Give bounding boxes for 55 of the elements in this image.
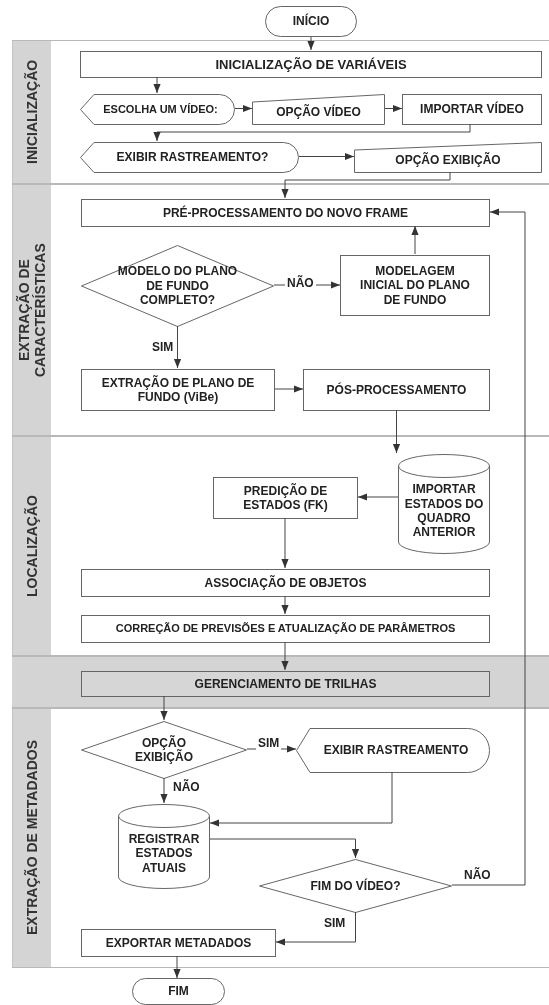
arrow: [274, 385, 304, 393]
arrow: [451, 208, 526, 886]
swimlane-band: [12, 656, 549, 708]
arrow: [384, 104, 403, 113]
arrow: [298, 152, 355, 161]
manual-input-shape: OPÇÃO EXIBIÇÃO: [354, 142, 542, 173]
lane-label: EXTRAÇÃO DE METADADOS: [12, 709, 51, 967]
lane-label: INICIALIZAÇÃO: [12, 41, 51, 183]
swimlane: [12, 436, 549, 656]
swimlane: [12, 184, 549, 436]
process-box: PRÉ-PROCESSAMENTO DO NOVO FRAME: [81, 199, 490, 227]
process-box: EXTRAÇÃO DE PLANO DE FUNDO (ViBe): [81, 369, 275, 411]
process-box: INICIALIZAÇÃO DE VARIÁVEIS: [80, 51, 542, 78]
arrow: [209, 838, 360, 859]
lane-label: EXTRAÇÃO DE CARACTERÍSTICAS: [12, 185, 51, 435]
process-box: PREDIÇÃO DE ESTADOS (FK): [213, 477, 358, 519]
edge-label: SIM: [256, 736, 282, 751]
swimlane: [12, 708, 549, 968]
arrow: [160, 777, 168, 804]
database-cylinder: IMPORTAR ESTADOS DO QUADRO ANTERIOR: [398, 454, 490, 554]
decision-diamond: MODELO DO PLANO DE FUNDO COMPLETO?: [81, 245, 274, 327]
display-shape: EXIBIR RASTREAMENTO: [296, 728, 490, 773]
display-shape: ESCOLHA UM VÍDEO:: [80, 94, 235, 125]
decision-diamond: OPÇÃO EXIBIÇÃO: [81, 721, 247, 779]
arrow: [411, 225, 419, 255]
arrow: [160, 695, 168, 721]
arrow: [281, 517, 289, 569]
terminator-shape: FIM: [132, 978, 225, 1005]
process-box: PÓS-PROCESSAMENTO: [303, 369, 490, 411]
process-box: IMPORTAR VÍDEO: [402, 94, 542, 125]
arrow: [275, 911, 356, 946]
process-box: EXPORTAR METADADOS: [81, 929, 276, 957]
process-box: MODELAGEM INICIAL DO PLANO DE FUNDO: [340, 255, 490, 316]
arrow: [173, 325, 182, 369]
arrow: [173, 955, 181, 979]
arrow: [281, 595, 289, 615]
arrow: [357, 493, 399, 501]
arrow: [209, 771, 393, 827]
display-shape: EXIBIR RASTREAMENTO?: [80, 142, 299, 173]
database-cylinder: REGISTRAR ESTADOS ATUAIS: [118, 804, 210, 889]
arrow: [307, 36, 315, 51]
lane-label: LOCALIZAÇÃO: [12, 437, 51, 655]
arrow: [281, 171, 451, 199]
process-box: GERENCIAMENTO DE TRILHAS: [81, 671, 490, 697]
decision-diamond: FIM DO VÍDEO?: [259, 859, 452, 913]
arrow: [281, 641, 289, 671]
arrow: [153, 123, 471, 142]
swimlane: [12, 40, 549, 184]
terminator-shape: INÍCIO: [265, 6, 357, 37]
process-box: ASSOCIAÇÃO DE OBJETOS: [81, 569, 490, 597]
arrow: [234, 104, 253, 113]
arrow: [153, 76, 161, 94]
manual-input-shape: OPÇÃO VÍDEO: [252, 94, 385, 125]
process-box: CORREÇÃO DE PREVISÕES E ATUALIZAÇÃO DE PARÂMETROS: [81, 615, 490, 643]
arrow: [392, 409, 401, 454]
